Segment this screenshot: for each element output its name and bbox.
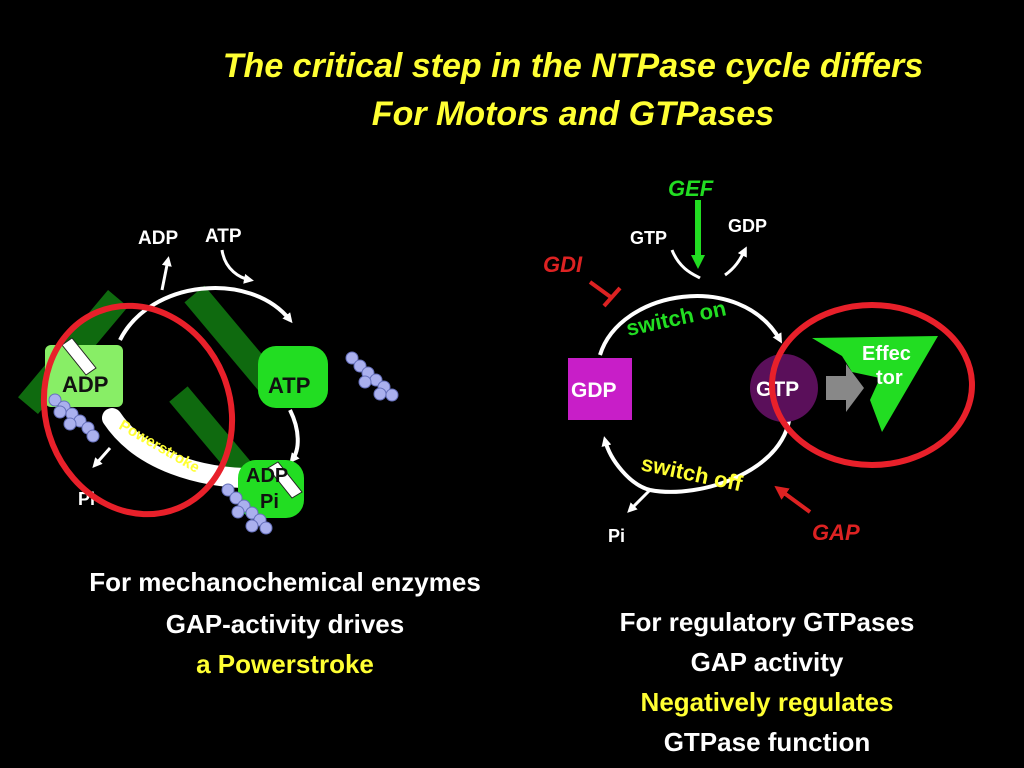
atp-state-label: ATP bbox=[268, 373, 310, 398]
motor-highlight-ring bbox=[40, 302, 236, 518]
atp-state-box bbox=[258, 346, 328, 408]
lever-arm-adp bbox=[61, 337, 97, 376]
effector-shape bbox=[812, 336, 938, 432]
motor-cycle: ADP ATP ADP ATP ADP Pi Pi Powerstroke bbox=[18, 226, 399, 535]
lever-arm-adp-pi bbox=[267, 461, 303, 499]
right-caption-line-4: GTPase function bbox=[663, 727, 871, 757]
gtp-state-circle bbox=[750, 354, 818, 422]
gdp-state-box bbox=[568, 358, 632, 420]
left-caption-line-2: GAP-activity drives bbox=[165, 609, 405, 639]
gef-label: GEF bbox=[668, 176, 714, 201]
right-caption-line-1: For regulatory GTPases bbox=[619, 607, 915, 637]
filament-band-3 bbox=[169, 386, 265, 494]
title-line-1: The critical step in the NTPase cycle di… bbox=[222, 47, 924, 85]
filament-band-2 bbox=[184, 285, 282, 395]
adp-state-box bbox=[45, 345, 123, 407]
switch-off-arc bbox=[601, 409, 792, 494]
gtp-in-arrow bbox=[670, 249, 701, 280]
gdi-label: GDI bbox=[543, 252, 583, 277]
switch-on-arc bbox=[598, 294, 782, 356]
adp-top-label: ADP bbox=[138, 228, 178, 249]
motor-cycle-arc-right bbox=[288, 409, 300, 464]
motor-cycle-arc-top bbox=[118, 285, 293, 341]
right-caption-line-2: GAP activity bbox=[690, 647, 844, 677]
atp-binding-arrow bbox=[220, 249, 254, 284]
gdi-inhibit-bar bbox=[602, 286, 622, 308]
right-caption-line-3: Negatively regulates bbox=[640, 687, 894, 717]
pi-release-arrow bbox=[92, 447, 112, 468]
left-caption-line-1: For mechanochemical enzymes bbox=[89, 567, 481, 597]
signal-arrow bbox=[826, 364, 864, 412]
switch-on-label: switch on bbox=[624, 295, 728, 341]
gdp-state-label: GDP bbox=[571, 379, 617, 402]
gtpase-highlight-ring bbox=[769, 302, 975, 468]
left-caption-line-3: a Powerstroke bbox=[196, 649, 374, 679]
gap-arrow bbox=[774, 485, 812, 514]
gdp-out-arrow bbox=[724, 246, 747, 277]
adp-pi-label-1: ADP bbox=[246, 465, 288, 487]
gtp-in-label: GTP bbox=[630, 228, 667, 248]
pi-out-arrow bbox=[627, 488, 652, 513]
gtpase-cycle: GEF GTP GDP GDI switch on switch off GDP… bbox=[543, 176, 975, 546]
effector-label-2: tor bbox=[876, 367, 903, 389]
gap-label: GAP bbox=[812, 520, 860, 545]
adp-state-label: ADP bbox=[62, 372, 108, 397]
gdp-out-label: GDP bbox=[728, 216, 767, 236]
adp-release-arrow bbox=[160, 256, 172, 291]
adp-pi-label-2: Pi bbox=[260, 491, 279, 513]
myosin-beads-group bbox=[48, 351, 399, 535]
gtp-state-label: GTP bbox=[756, 378, 799, 401]
gdi-inhibit-line bbox=[588, 280, 614, 300]
atp-top-label: ATP bbox=[205, 226, 242, 247]
pi-right-label: Pi bbox=[608, 526, 625, 546]
effector-label-1: Effec bbox=[862, 343, 911, 365]
title-line-2: For Motors and GTPases bbox=[371, 95, 775, 133]
